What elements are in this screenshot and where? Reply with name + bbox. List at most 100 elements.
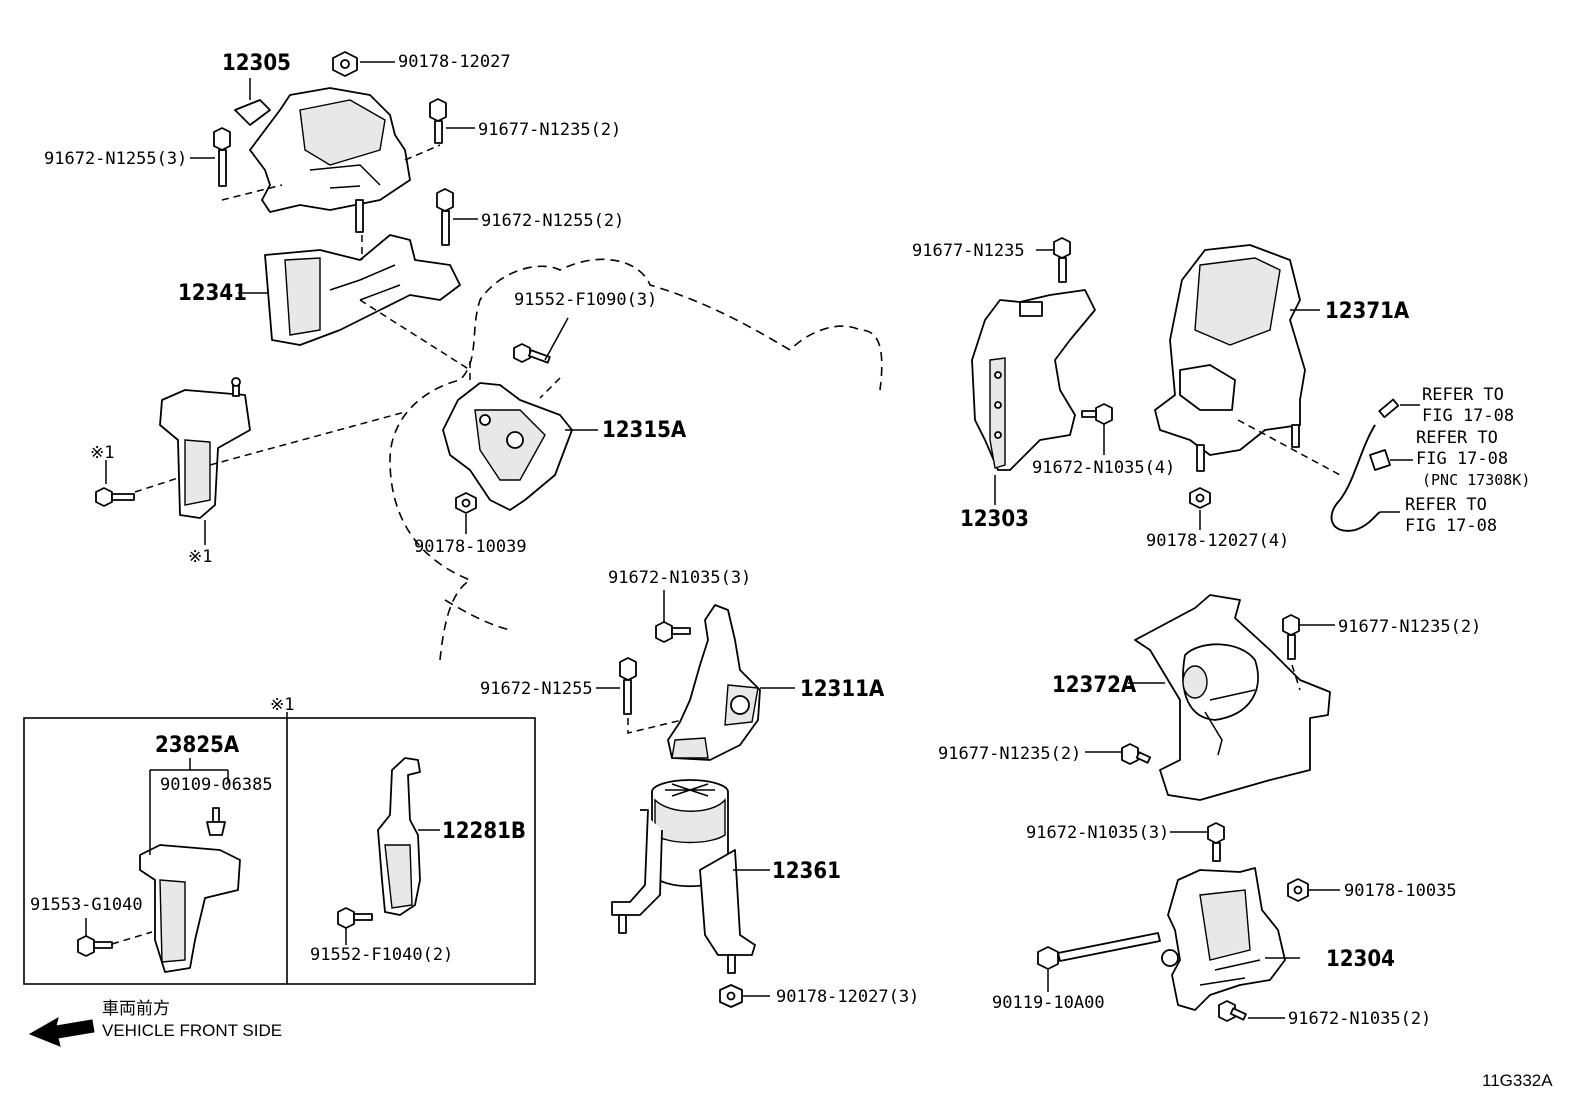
engine-mount-insulator-12371A[interactable] xyxy=(1154,244,1306,456)
bolt-91677-N1235-right-icon[interactable] xyxy=(1053,237,1071,283)
refer-to-label[interactable]: REFER TO xyxy=(1416,428,1498,448)
bolt-91672-N1035-3-low-icon[interactable] xyxy=(1207,822,1225,862)
refer-to-label[interactable]: REFER TO xyxy=(1422,385,1504,405)
part-number-12305[interactable]: 12305 xyxy=(222,51,291,76)
part-number-12372A[interactable]: 12372A xyxy=(1052,673,1137,698)
bolt-91672-N1255-left-icon[interactable] xyxy=(213,127,231,187)
part-number-12304[interactable]: 12304 xyxy=(1326,947,1395,972)
part-number-12311A[interactable]: 12311A xyxy=(800,677,885,702)
bracket-note1-part[interactable] xyxy=(159,377,251,519)
part-number-91677-N1235[interactable]: 91677-N1235 xyxy=(912,241,1025,261)
note-marker-1: ※1 xyxy=(188,547,212,567)
part-number-91672-N1035[interactable]: 91672-N1035(4) xyxy=(1032,458,1175,478)
refer-figure-label[interactable]: FIG 17-08 xyxy=(1405,516,1497,536)
stud-12361 xyxy=(618,914,627,934)
mount-bracket-12305[interactable] xyxy=(234,87,411,213)
engine-mount-insulator-12372A[interactable] xyxy=(1134,594,1331,801)
bolt-91677-N1235-top-icon[interactable] xyxy=(429,98,447,144)
leader xyxy=(733,869,770,997)
part-number-91552-F1040[interactable]: 91552-F1040(2) xyxy=(310,945,453,965)
part-number-12303[interactable]: 12303 xyxy=(960,507,1029,532)
bolt-91672-N1255-mid-icon[interactable] xyxy=(619,657,637,715)
bolt-91553-G1040-icon[interactable] xyxy=(77,935,113,957)
bolt-91552-F1040-icon[interactable] xyxy=(337,907,373,929)
leader xyxy=(596,590,795,689)
part-number-90178-12027[interactable]: 90178-12027 xyxy=(398,52,511,72)
leader xyxy=(1085,624,1335,753)
hose-refer-fig-17-08[interactable] xyxy=(1330,398,1400,532)
leader xyxy=(105,460,206,545)
mount-bracket-12311A[interactable] xyxy=(667,604,761,761)
part-number-90178-10035[interactable]: 90178-10035 xyxy=(1344,881,1457,901)
nut-90178-10039-icon[interactable] xyxy=(455,492,477,514)
part-number-91552-F1090[interactable]: 91552-F1090(3) xyxy=(514,290,657,310)
part-number-90178-12027[interactable]: 90178-12027(4) xyxy=(1146,531,1289,551)
leader xyxy=(994,249,1105,505)
part-number-91672-N1255[interactable]: 91672-N1255(3) xyxy=(44,149,187,169)
part-number-91553-G1040[interactable]: 91553-G1040 xyxy=(30,895,143,915)
assembly-line xyxy=(134,411,406,493)
bolt-91672-N1035-4-icon[interactable] xyxy=(1081,403,1113,425)
part-number-12371A[interactable]: 12371A xyxy=(1325,299,1410,324)
bracket-12281B[interactable] xyxy=(377,757,421,916)
part-number-91677-N1235[interactable]: 91677-N1235(2) xyxy=(478,120,621,140)
stud-12305 xyxy=(355,199,364,233)
part-number-23825A[interactable]: 23825A xyxy=(155,733,240,758)
assembly-line xyxy=(627,718,683,734)
part-number-12361[interactable]: 12361 xyxy=(772,859,841,884)
assembly-line xyxy=(1237,419,1341,476)
part-number-90119-10A00[interactable]: 90119-10A00 xyxy=(992,993,1105,1013)
through-bolt-90119-10A00-icon[interactable] xyxy=(1037,932,1161,970)
nut-90178-10035-icon[interactable] xyxy=(1287,878,1309,902)
note-marker-1: ※1 xyxy=(270,695,294,715)
stud-12371A xyxy=(1291,424,1300,448)
note-box xyxy=(23,717,536,985)
bolt-91677-N1235-2-low-icon[interactable] xyxy=(1121,743,1152,765)
part-number-91672-N1035[interactable]: 91672-N1035(2) xyxy=(1288,1009,1431,1029)
note-marker-1: ※1 xyxy=(90,443,114,463)
bolt-91672-N1035-2-icon[interactable] xyxy=(1218,1000,1247,1022)
bracket-23825A[interactable] xyxy=(139,844,241,973)
refer-to-label[interactable]: REFER TO xyxy=(1405,495,1487,515)
nut-90178-12027-top-icon[interactable] xyxy=(332,51,358,77)
part-number-90178-12027[interactable]: 90178-12027(3) xyxy=(776,987,919,1007)
leader xyxy=(1199,309,1420,530)
part-number-91677-N1235[interactable]: 91677-N1235(2) xyxy=(938,744,1081,764)
bolt-note1-icon[interactable] xyxy=(95,487,135,507)
part-number-12341[interactable]: 12341 xyxy=(178,281,247,306)
bolt-91552-F1090-icon[interactable] xyxy=(513,343,551,364)
part-number-91672-N1035[interactable]: 91672-N1035(3) xyxy=(1026,823,1169,843)
assembly-line xyxy=(221,144,471,371)
bolt-91677-N1235-2-mid-icon[interactable] xyxy=(1282,614,1300,660)
leader xyxy=(190,61,478,294)
engine-outline-lower xyxy=(444,599,511,631)
refer-figure-label[interactable]: FIG 17-08 xyxy=(1416,449,1508,469)
direction-label-japanese: 車両前方 xyxy=(102,999,170,1018)
part-number-90178-10039[interactable]: 90178-10039 xyxy=(414,537,527,557)
bolt-91672-N1255-2-icon[interactable] xyxy=(436,188,454,246)
clip-90109-06385-icon[interactable] xyxy=(206,807,226,836)
assembly-line xyxy=(1291,664,1301,691)
engine-mount-bracket-12303[interactable] xyxy=(971,289,1096,471)
insulator-bracket-12341[interactable] xyxy=(264,234,461,346)
stud-12371A xyxy=(1196,444,1205,472)
part-number-91672-N1255[interactable]: 91672-N1255 xyxy=(480,679,593,699)
direction-label-english: VEHICLE FRONT SIDE xyxy=(102,1021,282,1040)
pnc-reference-label[interactable]: (PNC 17308K) xyxy=(1422,471,1530,489)
bolt-91672-N1035-3-mid-icon[interactable] xyxy=(655,621,691,643)
part-number-91677-N1235[interactable]: 91677-N1235(2) xyxy=(1338,617,1481,637)
refer-figure-label[interactable]: FIG 17-08 xyxy=(1422,406,1514,426)
engine-mount-insulator-12361[interactable] xyxy=(611,779,756,956)
mount-bracket-12315A[interactable] xyxy=(442,382,573,511)
part-number-91672-N1035[interactable]: 91672-N1035(3) xyxy=(608,568,751,588)
part-number-91672-N1255[interactable]: 91672-N1255(2) xyxy=(481,211,624,231)
nut-90178-12027-3-icon[interactable] xyxy=(719,984,743,1008)
mount-bracket-12304[interactable] xyxy=(1161,867,1286,1011)
stud-12361 xyxy=(727,954,736,974)
part-number-12315A[interactable]: 12315A xyxy=(602,418,687,443)
assembly-line xyxy=(469,360,561,399)
part-number-90109-06385[interactable]: 90109-06385 xyxy=(160,775,273,795)
nut-90178-12027-4-icon[interactable] xyxy=(1189,487,1211,509)
part-number-12281B[interactable]: 12281B xyxy=(442,819,526,844)
